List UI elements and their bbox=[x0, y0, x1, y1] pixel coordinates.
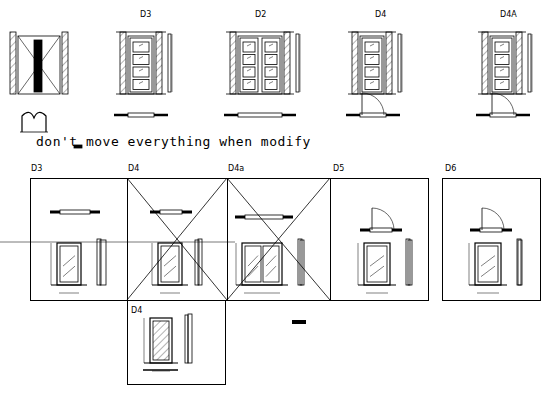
door-tag: D5 bbox=[333, 165, 344, 173]
door-tag: D4A bbox=[500, 11, 517, 19]
door-tag: D4 bbox=[375, 11, 386, 19]
door-tag: D3 bbox=[140, 11, 151, 19]
door-tag: D4a bbox=[228, 165, 244, 173]
door-tag: D4 bbox=[131, 307, 142, 315]
door-tag: D3 bbox=[31, 165, 42, 173]
door-frame: D3 bbox=[30, 178, 128, 301]
door-tag: D4 bbox=[128, 165, 139, 173]
door-tag: D6 bbox=[445, 165, 456, 173]
door-tag: D2 bbox=[255, 11, 266, 19]
door-frame: D4 bbox=[127, 178, 228, 301]
door-frame: D4 bbox=[127, 300, 226, 385]
door-frame: D6 bbox=[442, 178, 541, 301]
door-frame: D5 bbox=[330, 178, 429, 301]
door-frame: D4a bbox=[227, 178, 331, 301]
note-text: don't move everything when modify bbox=[36, 135, 311, 148]
